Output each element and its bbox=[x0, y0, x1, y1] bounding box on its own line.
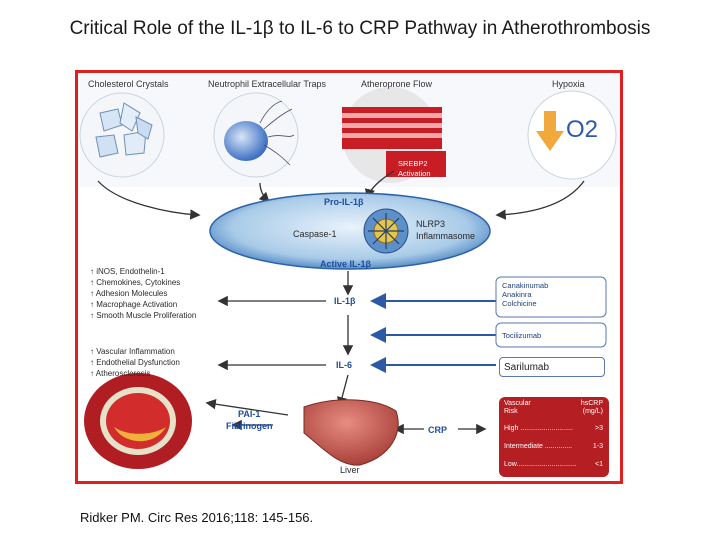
effect-item: ↑ Chemokines, Cytokines bbox=[90, 278, 181, 287]
effect-item: ↑ Smooth Muscle Proliferation bbox=[90, 311, 197, 320]
risk-header-2: Risk bbox=[504, 408, 518, 415]
inflammasome-label: Inflammasome bbox=[416, 231, 476, 241]
liver-image bbox=[303, 399, 399, 466]
drug-inhibition-arrows bbox=[370, 293, 496, 373]
risk-row-label: High ........................... bbox=[504, 425, 573, 432]
effect-item: ↑ Vascular Inflammation bbox=[90, 347, 175, 356]
pathway-arrows bbox=[205, 271, 487, 435]
risk-row-value: >3 bbox=[595, 425, 603, 432]
hscrp-header-1: hsCRP bbox=[580, 400, 603, 407]
srebp2-label: SREBP2 bbox=[398, 159, 428, 168]
liver-label: Liver bbox=[340, 465, 360, 475]
artery-image bbox=[84, 373, 192, 469]
inflammasome-oval bbox=[209, 192, 491, 270]
slide-title: Critical Role of the IL-1β to IL-6 to CR… bbox=[69, 18, 651, 39]
o2-symbol: O2 bbox=[566, 116, 599, 143]
il1b-label: IL-1β bbox=[334, 296, 356, 306]
pathway-diagram bbox=[79, 75, 620, 469]
risk-row-label: Intermediate .............. bbox=[504, 443, 573, 450]
nlrp3-label: NLRP3 bbox=[416, 219, 446, 229]
il6-label: IL-6 bbox=[336, 360, 353, 370]
il1-drug-box bbox=[495, 276, 607, 318]
hscrp-header-2: (mg/L) bbox=[582, 408, 603, 415]
effect-item: ↑ Endothelial Dysfunction bbox=[90, 358, 180, 367]
hscrp-risk-table: Vascular Risk hsCRP (mg/L) High ........… bbox=[499, 397, 609, 477]
neutrophil-traps-image bbox=[213, 92, 299, 178]
effect-item: ↑ Macrophage Activation bbox=[90, 300, 178, 309]
risk-row-value: <1 bbox=[595, 461, 603, 468]
cholesterol-crystals-image bbox=[79, 92, 165, 178]
citation: Ridker PM. Circ Res 2016;118: 145-156. bbox=[80, 510, 314, 525]
risk-header-1: Vascular bbox=[504, 400, 531, 407]
atheroprone-flow-label: Atheroprone Flow bbox=[361, 79, 433, 89]
pro-il1b-label: Pro-IL-1β bbox=[324, 197, 364, 207]
activation-label: Activation bbox=[398, 169, 431, 178]
tocilizumab-label: Tocilizumab bbox=[502, 331, 542, 340]
colchicine-label: Colchicine bbox=[502, 299, 537, 308]
risk-row-value: 1-3 bbox=[592, 443, 603, 450]
tocilizumab-box bbox=[495, 322, 607, 348]
active-il1b-label: Active IL-1β bbox=[320, 259, 372, 269]
net-label: Neutrophil Extracellular Traps bbox=[208, 79, 327, 89]
fibrinogen-label: Fibrinogen bbox=[226, 421, 273, 431]
effect-item: ↑ iNOS, Endothelin-1 bbox=[90, 267, 165, 276]
risk-row-label: Low............................... bbox=[504, 461, 577, 468]
effect-item: ↑ Atherosclerosis bbox=[90, 369, 151, 378]
pathway-figure: Cholesterol Crystals Neutrophil Extracel… bbox=[75, 70, 623, 484]
hypoxia-image bbox=[527, 90, 617, 180]
effect-item: ↑ Adhesion Molecules bbox=[90, 289, 168, 298]
crp-label: CRP bbox=[428, 425, 448, 435]
atheroprone-flow-image bbox=[342, 87, 446, 183]
sarilumab-box: Sarilumab bbox=[499, 357, 605, 377]
nlrp3-complex-image bbox=[363, 208, 409, 254]
pai-1-label: PAI-1 bbox=[238, 409, 261, 419]
hypoxia-label: Hypoxia bbox=[552, 79, 585, 89]
caspase-1-label: Caspase-1 bbox=[293, 229, 337, 239]
anakinra-label: Anakinra bbox=[502, 290, 532, 299]
canakinumab-label: Canakinumab bbox=[502, 281, 549, 290]
cholesterol-crystals-label: Cholesterol Crystals bbox=[88, 79, 169, 89]
